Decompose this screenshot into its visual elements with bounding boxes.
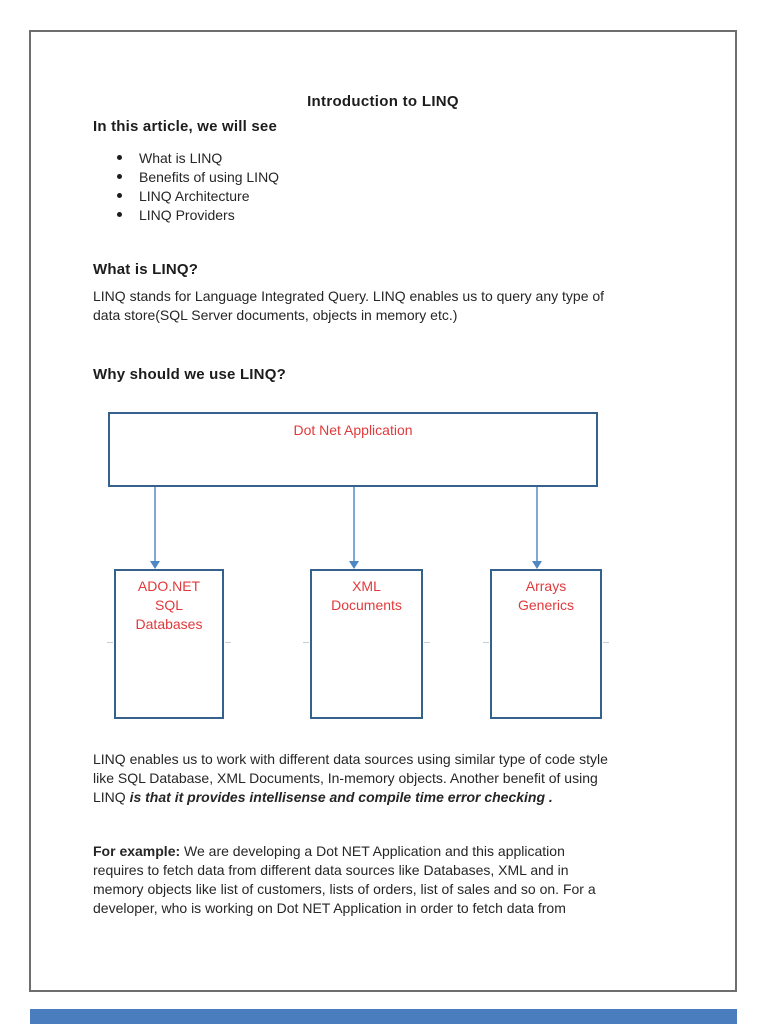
paragraph-line: memory objects like list of customers, l… <box>93 881 596 897</box>
list-item-label: What is LINQ <box>139 149 223 166</box>
arrowhead-icon <box>349 561 359 569</box>
paragraph-line: data store(SQL Server documents, objects… <box>93 307 458 323</box>
list-item: LINQ Architecture <box>117 186 279 205</box>
connector-arrow <box>536 487 538 561</box>
paragraph-line: LINQ is that it provides intellisense an… <box>93 788 608 807</box>
paragraph-text: We are developing a Dot NET Application … <box>180 843 565 859</box>
connector-arrow <box>154 487 156 561</box>
connector-tick <box>424 642 430 643</box>
box-label-line: Generics <box>517 597 575 613</box>
what-is-linq-heading: What is LINQ? <box>93 261 199 278</box>
box-label-line: ADO.NET <box>137 578 201 594</box>
list-item: What is LINQ <box>117 148 279 167</box>
benefit-paragraph: LINQ enables us to work with different d… <box>93 750 608 807</box>
box-label-line: Databases <box>135 616 203 632</box>
intro-heading: In this article, we will see <box>93 118 278 135</box>
box-label-line: Documents <box>331 597 402 613</box>
paragraph-line: LINQ enables us to work with different d… <box>93 751 608 767</box>
next-page-top-strip <box>30 1009 737 1024</box>
connector-tick <box>225 642 231 643</box>
paragraph-line: LINQ stands for Language Integrated Quer… <box>93 288 605 304</box>
list-item-label: LINQ Providers <box>139 206 235 223</box>
box-label: Dot Net Application <box>293 422 413 438</box>
bullet-icon <box>117 193 122 198</box>
document-page: Introduction to LINQ In this article, we… <box>29 30 737 992</box>
box-label-line: SQL <box>154 597 183 613</box>
paragraph-text: . <box>545 789 553 805</box>
why-use-linq-heading: Why should we use LINQ? <box>93 366 286 383</box>
connector-tick <box>303 642 309 643</box>
bullet-list: What is LINQ Benefits of using LINQ LINQ… <box>117 148 279 224</box>
list-item: LINQ Providers <box>117 205 279 224</box>
what-is-linq-paragraph: LINQ stands for Language Integrated Quer… <box>93 287 604 325</box>
connector-tick <box>107 642 113 643</box>
paragraph-line: developer, who is working on Dot NET App… <box>93 900 566 916</box>
box-label-line: XML <box>352 578 381 594</box>
list-item-label: Benefits of using LINQ <box>139 168 280 185</box>
paragraph-line: like SQL Database, XML Documents, In-mem… <box>93 770 598 786</box>
bullet-icon <box>117 212 122 217</box>
connector-arrow <box>353 487 355 561</box>
arrowhead-icon <box>150 561 160 569</box>
emphasized-text: is that it provides intellisense and com… <box>129 789 546 805</box>
bullet-icon <box>117 155 122 160</box>
xml-documents-box: XML Documents <box>310 569 423 719</box>
dot-net-application-box: Dot Net Application <box>108 412 598 487</box>
list-item: Benefits of using LINQ <box>117 167 279 186</box>
box-label-line: Arrays <box>525 578 567 594</box>
ado-net-sql-databases-box: ADO.NET SQL Databases <box>114 569 224 719</box>
bullet-icon <box>117 174 122 179</box>
connector-tick <box>603 642 609 643</box>
list-item-label: LINQ Architecture <box>139 187 250 204</box>
paragraph-text: LINQ <box>93 789 130 805</box>
example-paragraph: For example: We are developing a Dot NET… <box>93 842 596 918</box>
arrowhead-icon <box>532 561 542 569</box>
connector-tick <box>483 642 489 643</box>
for-example-label: For example: <box>93 843 181 859</box>
page-title: Introduction to LINQ <box>307 93 459 110</box>
paragraph-line: requires to fetch data from different da… <box>93 862 569 878</box>
linq-sources-diagram: Dot Net Application ADO.NET SQL Database… <box>31 32 739 990</box>
arrays-generics-box: Arrays Generics <box>490 569 602 719</box>
paragraph-line: For example: We are developing a Dot NET… <box>93 842 596 861</box>
